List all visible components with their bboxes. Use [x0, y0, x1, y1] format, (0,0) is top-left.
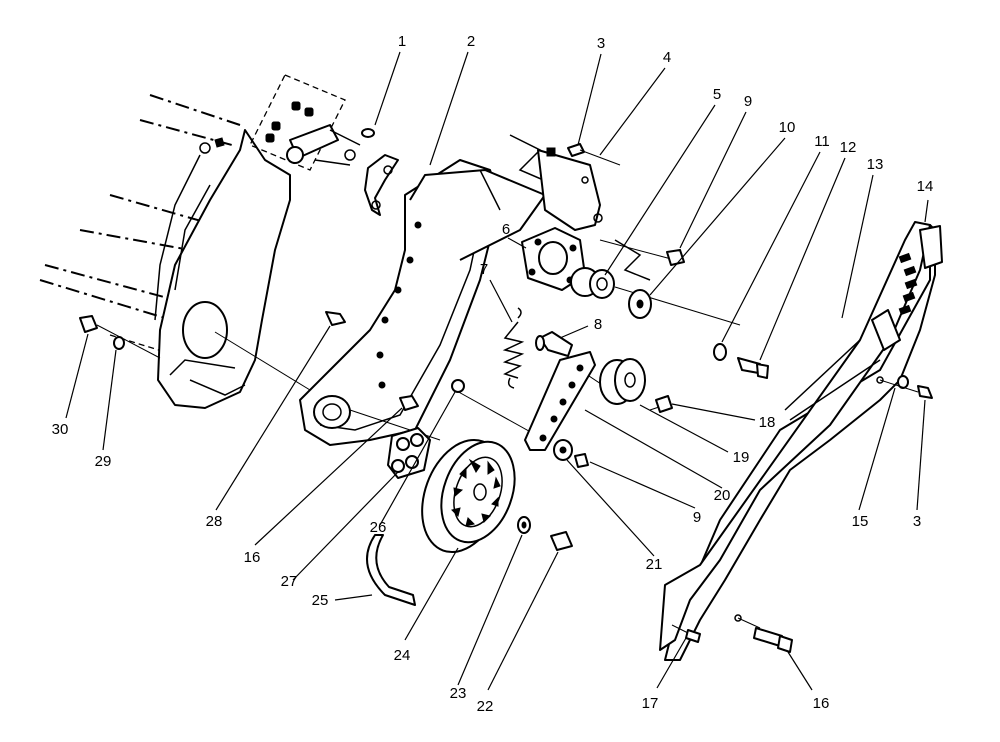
- drive-sprocket: [421, 438, 516, 554]
- callouts: 1 2 3 4 5 9 10 11 12 13 14 6 7 8 18 19 2…: [52, 33, 934, 715]
- callout-21: 21: [646, 556, 663, 573]
- washer-26: [451, 379, 465, 393]
- washer-and-bolt-right: [879, 375, 933, 399]
- callout-29: 29: [95, 453, 112, 470]
- bolts-bottom-right: [671, 617, 793, 653]
- idler-arm: [524, 351, 596, 451]
- decal-label: [919, 225, 943, 269]
- callout-22: 22: [477, 698, 494, 715]
- bolt-top: [567, 143, 621, 166]
- callout-3-top: 3: [597, 35, 605, 52]
- callout-23: 23: [450, 685, 467, 702]
- chain-guard-cover: [659, 221, 936, 661]
- belt-guide: [366, 534, 416, 606]
- callout-14: 14: [917, 178, 934, 195]
- callout-7: 7: [480, 261, 488, 278]
- callout-16-left: 16: [244, 549, 261, 566]
- callout-4: 4: [663, 49, 671, 66]
- tension-spring: [502, 307, 525, 389]
- bearing: [570, 267, 615, 299]
- callout-19: 19: [733, 449, 750, 466]
- callout-6: 6: [502, 221, 510, 238]
- callout-18: 18: [759, 414, 776, 431]
- callout-9-top: 9: [744, 93, 752, 110]
- callout-12: 12: [840, 139, 857, 156]
- washer-and-bolt: [713, 343, 769, 379]
- shaft-assembly: [249, 74, 399, 216]
- nut-and-washer-lower: [553, 439, 589, 468]
- chain-link: [387, 427, 431, 479]
- idler-pulley: [599, 358, 646, 405]
- callout-28: 28: [206, 513, 223, 530]
- leader-lines: [65, 51, 929, 691]
- callout-3-right: 3: [913, 513, 921, 530]
- callout-2: 2: [467, 33, 475, 50]
- chain-case: [299, 159, 546, 446]
- nut-and-washer-left: [79, 315, 161, 359]
- callout-16-right: 16: [813, 695, 830, 712]
- callout-15: 15: [852, 513, 869, 530]
- callout-5: 5: [713, 86, 721, 103]
- nut-18: [655, 395, 673, 413]
- callout-8: 8: [594, 316, 602, 333]
- nut-and-washer-upper: [628, 249, 685, 319]
- frame-housing: [39, 94, 291, 409]
- flange-plate: [521, 227, 586, 291]
- callout-26: 26: [370, 519, 387, 536]
- callout-10: 10: [779, 119, 796, 136]
- bolts-left: [325, 311, 419, 411]
- callout-20: 20: [714, 487, 731, 504]
- callout-13: 13: [867, 156, 884, 173]
- washer-and-nut-sprocket: [517, 516, 573, 551]
- callout-1: 1: [398, 33, 406, 50]
- shoulder-bolt: [535, 331, 573, 357]
- callout-25: 25: [312, 592, 329, 609]
- callout-11: 11: [814, 133, 830, 150]
- callout-24: 24: [394, 647, 411, 664]
- callout-17: 17: [642, 695, 659, 712]
- callout-27: 27: [281, 573, 298, 590]
- callout-30: 30: [52, 421, 69, 438]
- callout-9-bottom: 9: [693, 509, 701, 526]
